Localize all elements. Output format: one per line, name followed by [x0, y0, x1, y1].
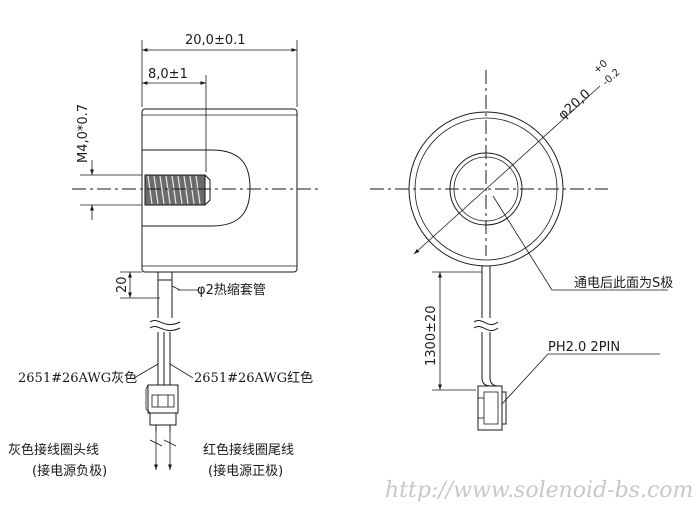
label-wire-gray: 2651#26AWG灰色	[18, 370, 137, 386]
dim-diameter: φ20,0	[556, 87, 594, 123]
watermark: http://www.solenoid-bs.com	[385, 478, 693, 503]
dim-lead-length: 1300±20	[424, 305, 439, 366]
lead-wire-front	[473, 266, 499, 387]
label-red-lead-2: (接电源正极)	[208, 463, 283, 479]
threaded-insert	[142, 149, 251, 227]
thread-hatch	[147, 175, 201, 205]
dim-thread: M4,0*0.7	[76, 104, 91, 163]
label-gray-lead-2: (接电源负极)	[32, 463, 107, 479]
label-wire-red: 2651#26AWG红色	[194, 370, 313, 386]
dim-lead-gap: 20	[115, 276, 130, 293]
label-sleeve: φ2热缩套管	[197, 282, 266, 298]
side-view: 20,0±0.1 8,0±1 M4,0*0.7 20	[8, 33, 318, 479]
label-gray-lead-1: 灰色接线圈头线	[8, 442, 99, 458]
label-connector: PH2.0 2PIN	[548, 340, 620, 355]
front-view: φ20,0 +0 -0.2 通电后此面为S极 1300±20	[370, 58, 673, 431]
lead-wires-side	[149, 272, 181, 385]
label-s-pole: 通电后此面为S极	[574, 276, 673, 291]
dim-overall-width: 20,0±0.1	[185, 33, 246, 48]
label-red-lead-1: 红色接线圈尾线	[203, 442, 294, 458]
solenoid-body-side	[141, 108, 298, 273]
dim-thread-offset: 8,0±1	[148, 67, 188, 82]
connector-side	[145, 384, 179, 432]
connector-front	[477, 385, 507, 431]
